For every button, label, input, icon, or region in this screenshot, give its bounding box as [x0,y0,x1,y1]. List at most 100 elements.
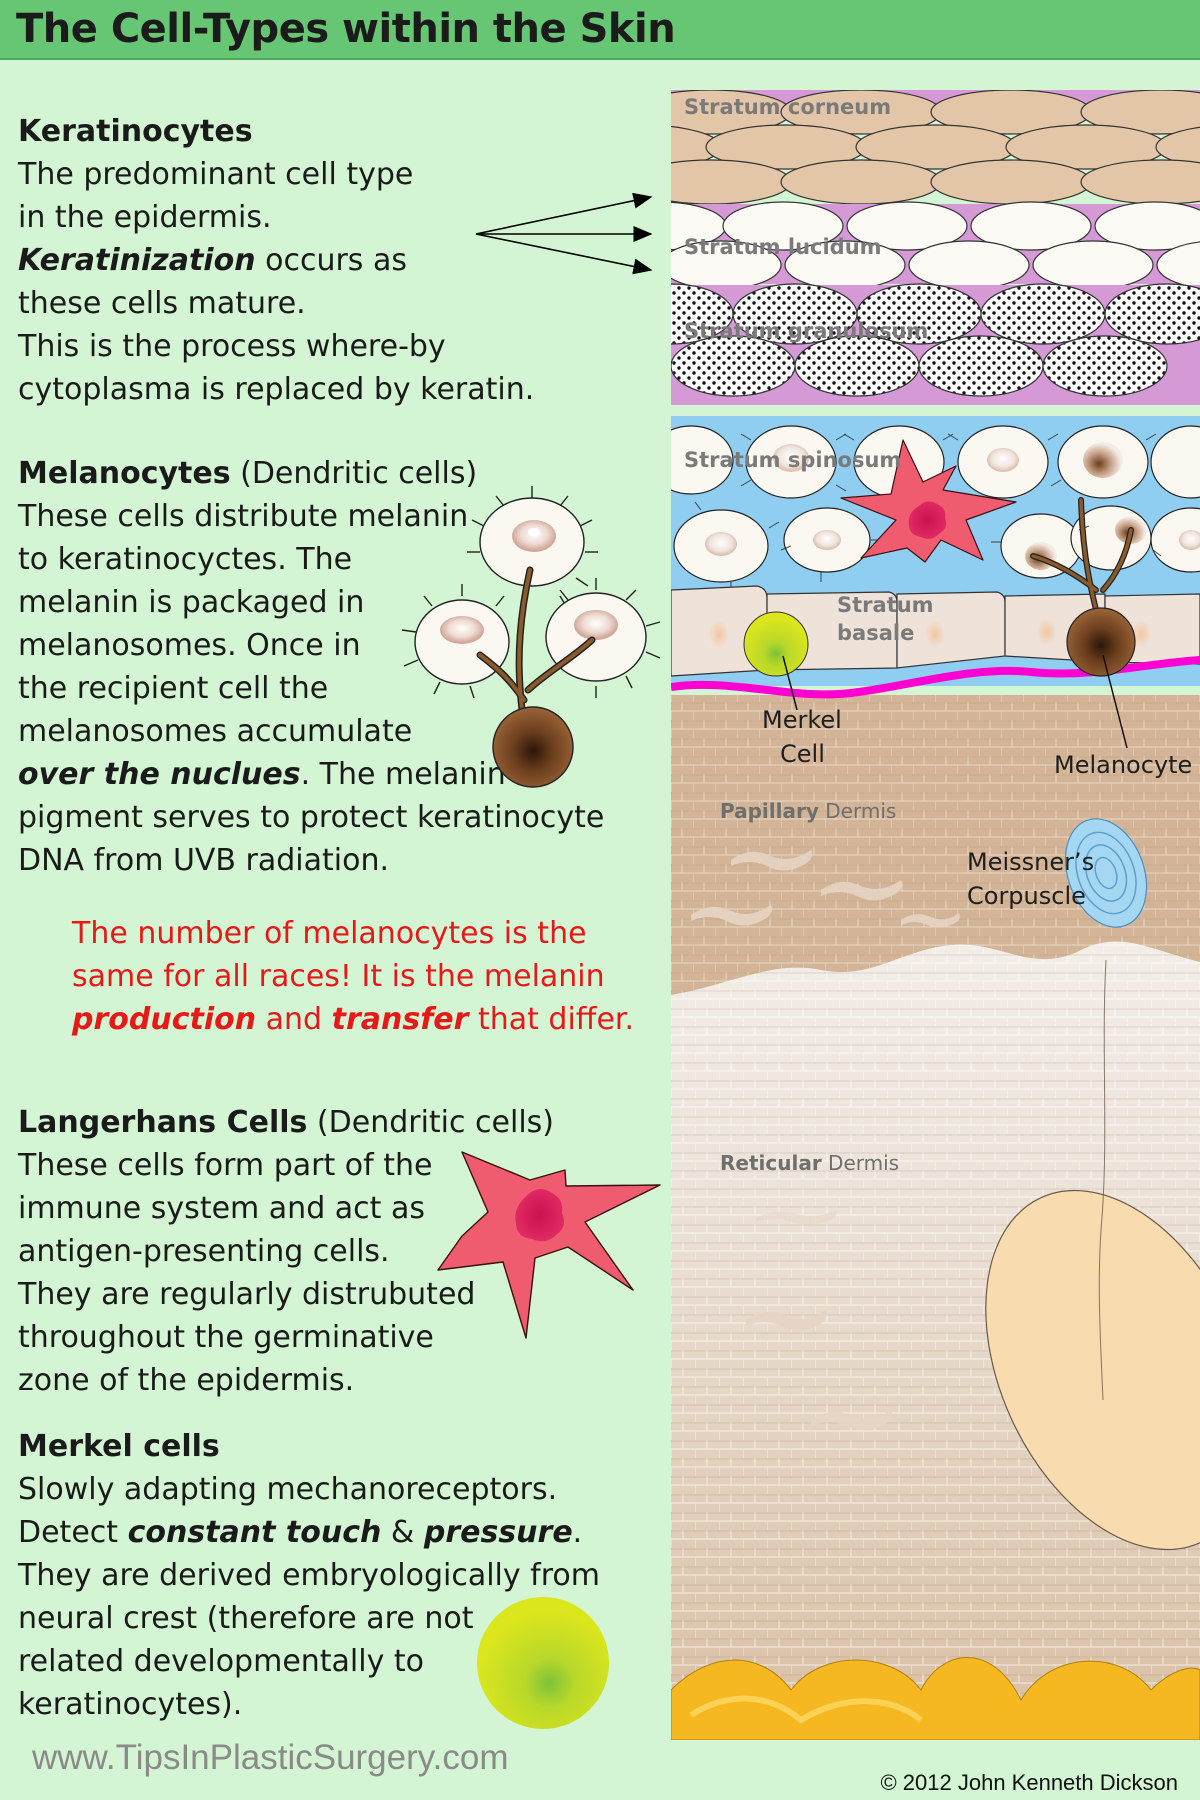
text-line: They are derived embryologically from [18,1554,600,1597]
text-segment: They are derived embryologically from [18,1558,600,1593]
label-stratum-granulosum: Stratum granulosum [684,319,928,343]
label-meissner-1: Meissner’s [967,848,1094,876]
text-line: DNA from UVB radiation. [18,839,604,882]
text-line: zone of the epidermis. [18,1359,554,1402]
emphasis-text: pressure [423,1515,573,1550]
text-line: This is the process where-by [18,325,534,368]
dermal-fibres [691,850,960,1431]
text-segment: to keratinocyctes. The [18,542,353,577]
text-line: melanin is packaged in [18,581,604,624]
langerhans-heading-line: Langerhans Cells (Dendritic cells) [18,1101,554,1144]
merkel-body: Slowly adapting mechanoreceptors.Detect … [18,1468,600,1726]
text-segment: same for all races! It is the melanin [72,959,605,994]
text-segment: and [256,1002,332,1037]
text-segment: & [381,1515,424,1550]
label-melanocyte: Melanocyte [1054,751,1192,779]
text-segment: throughout the germinative [18,1320,434,1355]
skin-diagram: Stratum corneum Stratum lucidum Stratum … [671,90,1200,1740]
text-segment: keratinocytes). [18,1687,243,1722]
text-line: cytoplasma is replaced by keratin. [18,368,534,411]
text-line: immune system and act as [18,1187,554,1230]
text-line: same for all races! It is the melanin [72,955,634,998]
text-segment: the recipient cell the [18,671,329,706]
label-stratum-lucidum: Stratum lucidum [684,235,882,259]
langerhans-heading: Langerhans Cells [18,1105,308,1140]
text-line: pigment serves to protect keratinocyte [18,796,604,839]
text-segment: neural crest (therefore are not [18,1601,474,1636]
keratinocytes-body: The predominant cell type in the epidermi… [18,153,534,411]
text-segment: DNA from UVB radiation. [18,843,390,878]
emphasis-text: Keratinization [18,243,256,278]
label-stratum-corneum: Stratum corneum [684,95,891,119]
text-line: Keratinization occurs as [18,239,534,282]
text-segment: these cells mature. [18,286,306,321]
melanocytes-section: Melanocytes (Dendritic cells) These cell… [18,452,604,882]
text-segment: cytoplasma is replaced by keratin. [18,372,535,407]
text-line: These cells distribute melanin [18,495,604,538]
text-segment: pigment serves to protect keratinocyte [18,800,605,835]
layer-labels: Stratum corneum Stratum lucidum Stratum … [684,95,934,645]
text-segment: . The melanin [300,757,506,792]
text-line: the recipient cell the [18,667,604,710]
text-segment: antigen-presenting cells. [18,1234,390,1269]
langerhans-heading-suffix: (Dendritic cells) [307,1105,554,1140]
melanocytes-heading: Melanocytes [18,456,231,491]
text-line: The predominant cell type [18,153,534,196]
emphasis-text: constant touch [127,1515,382,1550]
emphasis-text: production [72,1002,257,1037]
text-line: melanosomes. Once in [18,624,604,667]
text-segment: in the epidermis. [18,200,272,235]
page-title: The Cell-Types within the Skin [16,6,676,52]
title-bar: The Cell-Types within the Skin [0,0,1200,60]
text-line: throughout the germinative [18,1316,554,1359]
text-segment: . [572,1515,583,1550]
label-stratum-basale-2: basale [837,621,914,645]
text-line: in the epidermis. [18,196,534,239]
text-segment: They are regularly distrubuted [18,1277,476,1312]
text-segment: These cells distribute melanin [18,499,469,534]
keratinocytes-heading: Keratinocytes [18,114,253,149]
text-line: production and transfer that differ. [72,998,634,1041]
text-line: neural crest (therefore are not [18,1597,600,1640]
langerhans-section: Langerhans Cells (Dendritic cells) These… [18,1101,554,1402]
stratum-granulosum [671,283,1200,397]
text-segment: melanin is packaged in [18,585,365,620]
text-line: over the nuclues. The melanin [18,753,604,796]
text-line: The number of melanocytes is the [72,912,634,955]
text-line: Detect constant touch & pressure. [18,1511,600,1554]
text-segment: This is the process where-by [18,329,446,364]
text-line: They are regularly distrubuted [18,1273,554,1316]
text-segment: These cells form part of the [18,1148,433,1183]
melanocytes-body: These cells distribute melanin to keratin… [18,495,604,882]
merkel-heading: Merkel cells [18,1429,220,1464]
text-line: related developmentally to [18,1640,600,1683]
melanocytes-heading-suffix: (Dendritic cells) [230,456,478,491]
melanin-note: The number of melanocytes is the same for… [72,912,634,1041]
stratum-corneum [671,90,1200,205]
langerhans-body: These cells form part of the immune syste… [18,1144,554,1402]
label-merkel-1: Merkel [762,706,842,734]
merkel-section: Merkel cells Slowly adapting mechanorece… [18,1425,600,1726]
text-line: antigen-presenting cells. [18,1230,554,1273]
label-reticular-dermis: Reticular Dermis [720,1151,899,1175]
text-segment: melanosomes accumulate [18,714,413,749]
text-line: keratinocytes). [18,1683,600,1726]
copyright-notice: © 2012 John Kenneth Dickson [880,1770,1178,1795]
text-segment: occurs as [255,243,407,278]
website-url[interactable]: www.TipsInPlasticSurgery.com [32,1738,509,1777]
emphasis-text: over the nuclues [18,757,301,792]
label-stratum-basale-1: Stratum [837,593,934,617]
text-segment: melanosomes. Once in [18,628,361,663]
meissner-corpuscle [1064,818,1148,928]
text-segment: The predominant cell type [18,157,414,192]
emphasis-text: transfer [331,1002,469,1037]
structure-labels: Merkel Cell Melanocyte Meissner’s Corpus… [762,706,1192,910]
langerhans-cell [840,439,1017,563]
text-segment: that differ. [468,1002,635,1037]
text-line: These cells form part of the [18,1144,554,1187]
label-merkel-2: Cell [780,740,825,768]
text-segment: The number of melanocytes is the [72,916,587,951]
text-segment: Detect [18,1515,128,1550]
text-line: Slowly adapting mechanoreceptors. [18,1468,600,1511]
fat-lobule [985,1189,1200,1551]
